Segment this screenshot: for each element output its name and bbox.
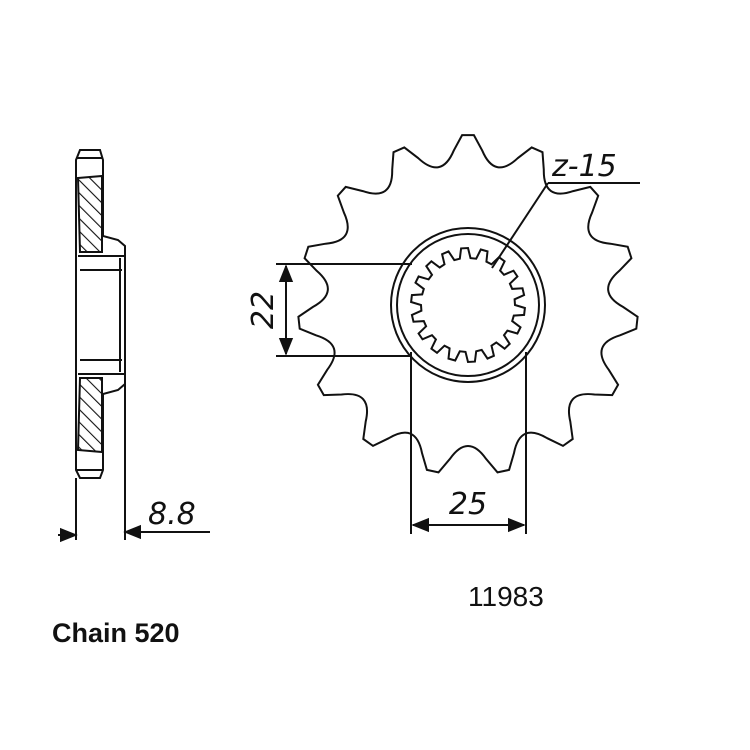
width-label: 25 <box>449 487 487 522</box>
sprocket-teeth-outline <box>297 134 639 474</box>
thickness-label: 8.8 <box>148 497 196 532</box>
height-label: 22 <box>246 291 281 329</box>
teeth-leader <box>491 182 640 269</box>
hub-inner-circle <box>396 233 540 377</box>
side-view <box>75 149 126 540</box>
spline-bore <box>410 246 526 364</box>
teeth-count-label: z-15 <box>551 149 617 184</box>
upper-section-hatch <box>76 174 103 253</box>
front-view <box>297 134 639 474</box>
hub-outer-circle <box>390 227 546 383</box>
chain-size: Chain 520 <box>52 618 180 648</box>
height-dimension <box>276 263 412 357</box>
part-number: 11983 <box>468 581 544 612</box>
lower-section-hatch <box>76 377 103 454</box>
width-dimension <box>410 352 527 534</box>
thickness-dimension <box>58 524 210 543</box>
